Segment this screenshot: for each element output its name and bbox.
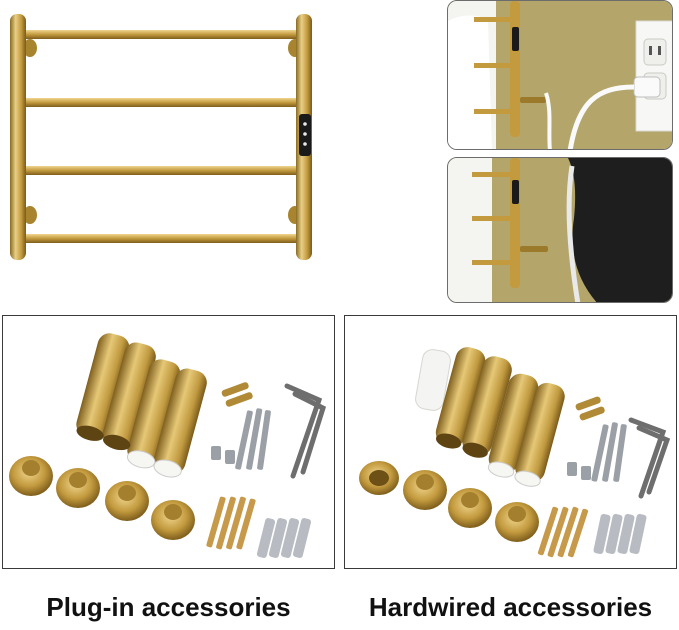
towel-rack-photo: [0, 0, 330, 290]
set-screws: [575, 396, 605, 421]
wall-anchors: [256, 518, 312, 558]
brass-tubes: [435, 347, 565, 487]
hardwired-accessories-caption: Hardwired accessories: [368, 592, 653, 622]
wood-screws: [537, 506, 589, 558]
allen-keys: [284, 383, 327, 479]
plug-in-accessories-photo: [2, 315, 335, 569]
white-cap: [415, 349, 451, 411]
power-plug-icon: [633, 76, 661, 98]
wood-screws: [206, 496, 256, 550]
allen-keys: [628, 417, 671, 499]
rack-mount: [23, 39, 37, 57]
plug-in-installation-photo: [447, 0, 673, 150]
hardwired-installation-photo: [447, 157, 673, 303]
set-screws: [221, 382, 253, 407]
rack-bar-1: [22, 30, 302, 39]
rack-bar-3: [22, 166, 302, 175]
brass-tubes: [76, 333, 207, 478]
bolts: [567, 422, 627, 482]
towel-rack-illustration: [10, 14, 312, 260]
hardwired-accessories-photo: [344, 315, 677, 569]
rack-bar-2: [22, 98, 302, 107]
rack-bar-4: [22, 234, 302, 243]
brass-wall-caps: [9, 456, 195, 540]
rack-mount: [23, 206, 37, 224]
plug-in-accessories-caption: Plug-in accessories: [46, 592, 291, 622]
bolts: [211, 408, 271, 470]
brass-wall-caps: [359, 461, 539, 542]
wall-anchors: [593, 513, 647, 555]
rack-post-left: [10, 14, 26, 260]
